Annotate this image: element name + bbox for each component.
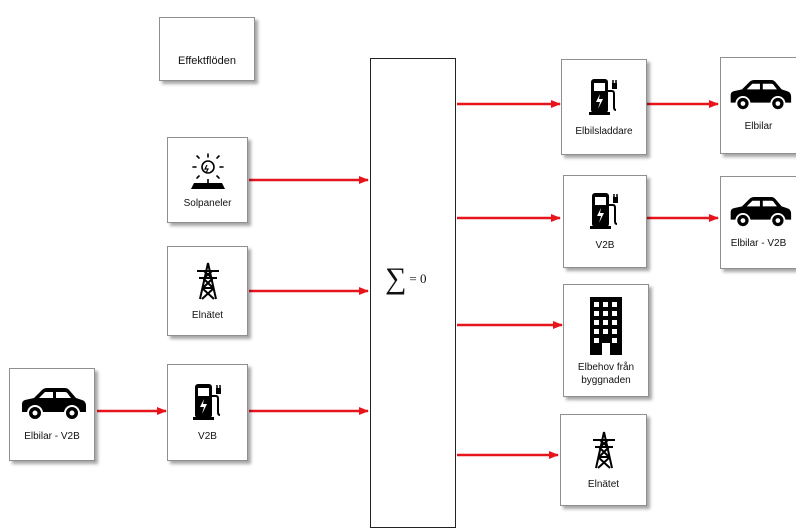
transmission-tower-icon: [592, 431, 615, 469]
grid-input-node: Elnätet: [167, 246, 248, 336]
ev-source-node: Elbilar - V2B: [9, 368, 95, 461]
cars-label: Elbilar: [744, 121, 773, 132]
building-node: Elbehov från byggnaden: [563, 284, 649, 397]
building-icon: [590, 296, 622, 355]
legend-label: Effektflöden: [178, 55, 236, 67]
car-icon: [22, 388, 86, 421]
summation-label: ∑= 0: [385, 262, 426, 296]
solar-panel-label: Solpaneler: [183, 197, 232, 209]
ev-charger-icon: [192, 384, 221, 420]
car-icon: [730, 79, 791, 112]
car-icon: [730, 196, 791, 229]
cars-node: Elbilar: [720, 57, 796, 154]
solar-panel-node: Solpaneler: [167, 137, 248, 223]
v2b-input-node: V2B: [167, 364, 248, 461]
summation-node: [370, 58, 456, 528]
building-label: Elbehov från byggnaden: [577, 361, 635, 386]
grid-output-node: Elnätet: [560, 414, 647, 506]
cars-v2b-node: Elbilar - V2B: [720, 176, 796, 269]
ev-charger-icon: [590, 193, 618, 229]
ev-charger-icon: [589, 78, 617, 115]
ev-source-label: Elbilar - V2B: [24, 431, 80, 442]
grid-output-label: Elnätet: [587, 478, 620, 490]
transmission-tower-icon: [196, 262, 219, 300]
legend-box: Effektflöden: [159, 17, 255, 81]
v2b-input-label: V2B: [198, 431, 217, 442]
cars-v2b-label: Elbilar - V2B: [730, 238, 787, 249]
charger-node: Elbilsladdare: [561, 59, 647, 155]
sum-equation: = 0: [409, 271, 427, 286]
v2b-output-node: V2B: [563, 175, 647, 268]
v2b-output-label: V2B: [595, 240, 615, 251]
charger-label: Elbilsladdare: [575, 125, 633, 137]
sigma-symbol: ∑: [385, 262, 407, 295]
solar-panel-icon: [190, 152, 225, 189]
grid-input-label: Elnätet: [191, 309, 224, 321]
